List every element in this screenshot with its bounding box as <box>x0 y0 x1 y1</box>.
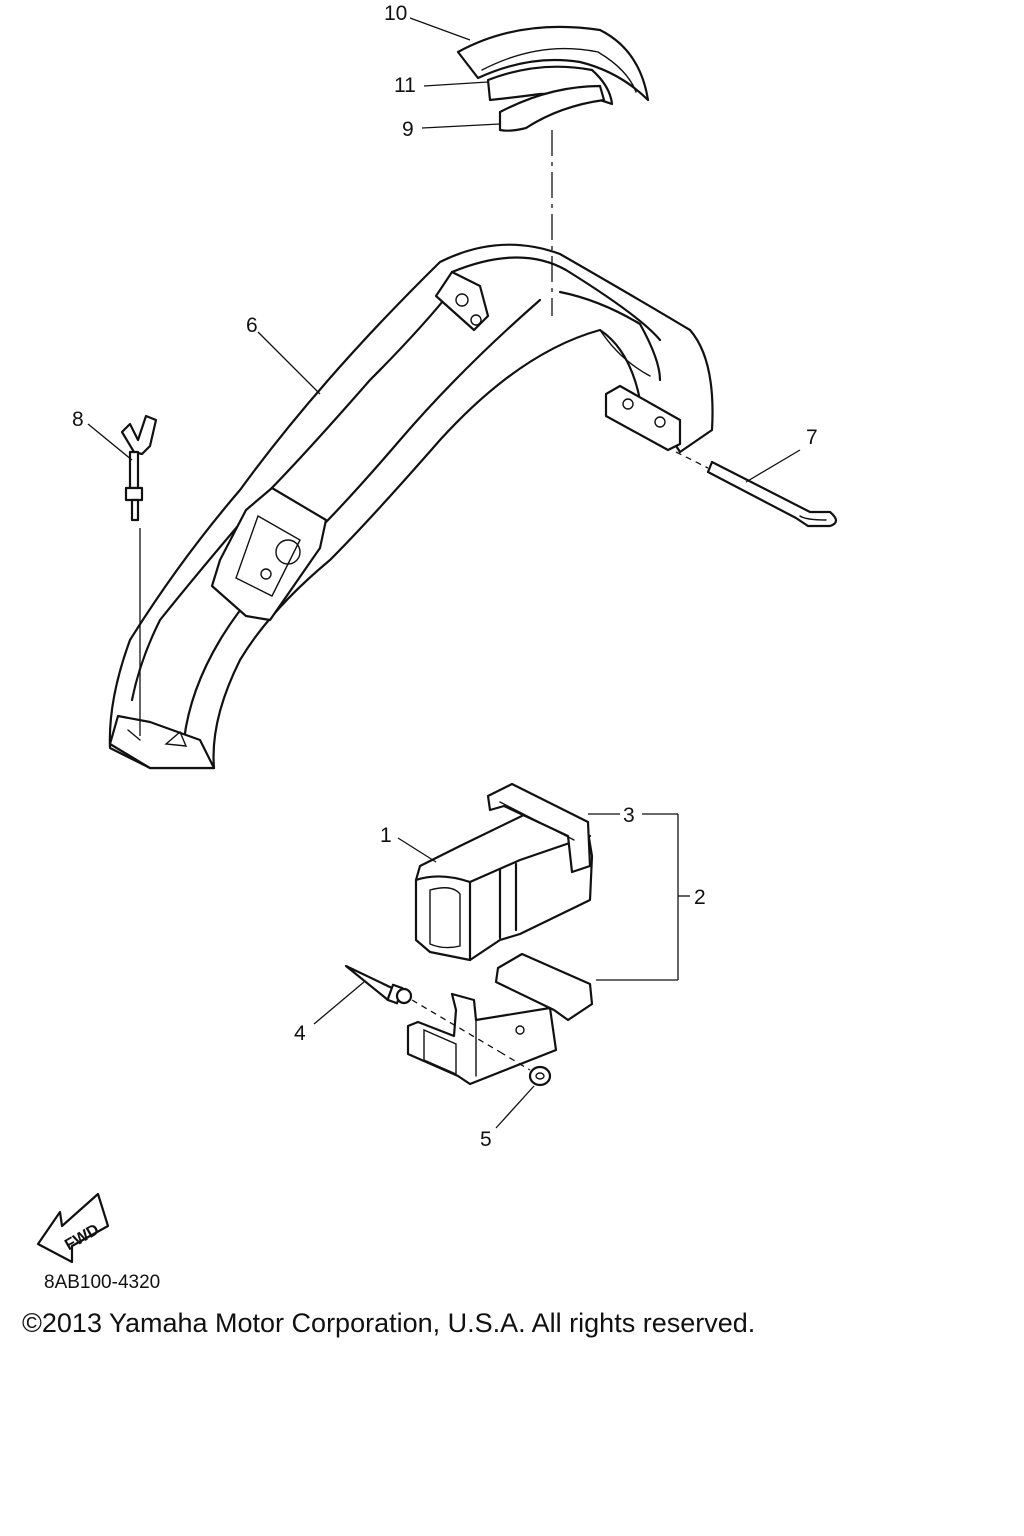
pin <box>706 460 838 528</box>
copyright-notice: ©2013 Yamaha Motor Corporation, U.S.A. A… <box>22 1308 756 1338</box>
callout-8: 8 <box>72 408 84 431</box>
tool-case <box>414 810 594 962</box>
diagram-code: 8AB100-4320 <box>44 1272 161 1293</box>
callout-5: 5 <box>480 1128 492 1151</box>
wing-bolt <box>120 414 158 522</box>
callout-1: 1 <box>380 824 392 847</box>
callout-11: 11 <box>394 74 416 97</box>
rear-fender <box>108 243 714 770</box>
fwd-arrow-icon: FWD <box>36 1192 110 1264</box>
callout-7: 7 <box>806 426 818 449</box>
callout-2: 2 <box>694 886 706 909</box>
callout-9: 9 <box>402 118 414 141</box>
callout-3: 3 <box>623 804 635 827</box>
callout-6: 6 <box>246 314 258 337</box>
decal-9 <box>498 84 606 132</box>
nut <box>528 1065 552 1087</box>
screw <box>344 964 413 1005</box>
decal-10 <box>456 25 650 102</box>
case-bracket <box>406 952 594 1086</box>
band <box>486 782 592 874</box>
callout-10: 10 <box>384 2 407 25</box>
callout-4: 4 <box>294 1022 306 1045</box>
